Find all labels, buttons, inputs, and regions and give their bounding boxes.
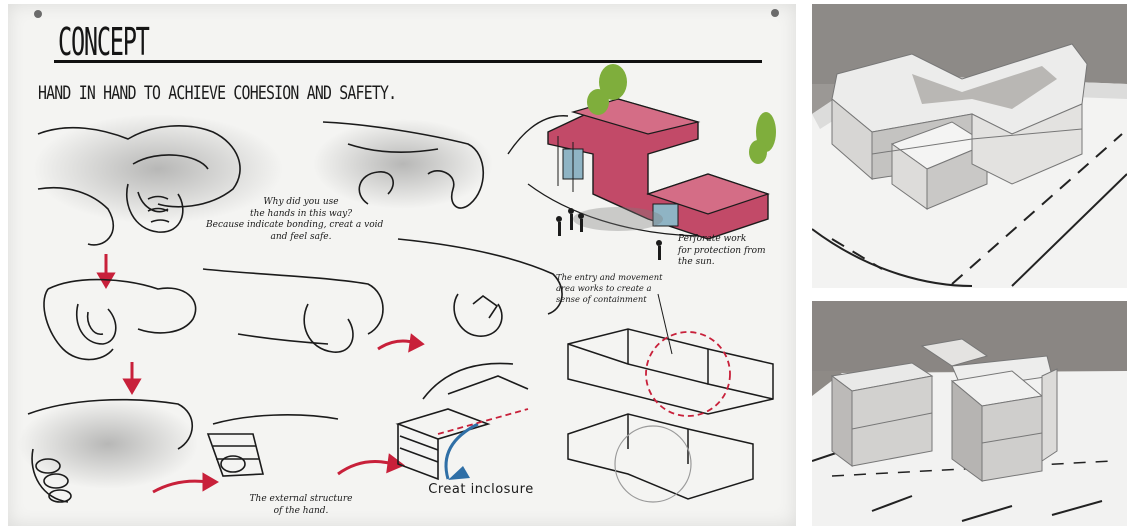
- sketch-cupped-hand: [313, 119, 493, 209]
- note-line: of the hand.: [274, 506, 329, 516]
- sketch-reaching-hand: [203, 269, 383, 352]
- note-line: Perforate work: [678, 234, 746, 244]
- note-line: area works to create a: [556, 283, 652, 293]
- note-line: The entry and movement: [556, 272, 662, 282]
- note-line: sense of containment: [556, 294, 647, 304]
- sketch-pink-building: [508, 99, 768, 239]
- note-line: the sun.: [678, 257, 715, 267]
- note-line: the hands in this way?: [250, 209, 352, 219]
- sketch-blocks: [398, 363, 528, 479]
- note-external-structure: The external structure of the hand.: [226, 494, 376, 517]
- sketch-lower-hands: [18, 399, 338, 502]
- note-why-hands: Why did you use the hands in this way? B…: [196, 197, 406, 243]
- sketch-isometric-blocks: [568, 329, 773, 499]
- model-perspective-drawing: [812, 301, 1127, 526]
- model-photo-top: [812, 4, 1127, 288]
- note-line: Why did you use: [263, 197, 338, 207]
- note-line: The external structure: [250, 494, 353, 504]
- model-top-view-drawing: [812, 4, 1127, 288]
- sketch-fist: [44, 280, 196, 360]
- note-line: and feel safe.: [270, 232, 331, 242]
- model-photo-bottom: [812, 301, 1127, 526]
- note-line: Because indicate bonding, creat a void: [196, 220, 406, 232]
- note-perforate-work: Perforate work for protection from the s…: [678, 234, 796, 269]
- note-line: for protection from: [678, 246, 766, 256]
- sketch-wrist: [398, 239, 562, 336]
- concept-sketch-sheet: CONCEPT HAND IN HAND TO ACHIEVE COHESION…: [8, 4, 796, 526]
- note-entry-movement: The entry and movement area works to cre…: [556, 272, 706, 304]
- note-create-enclosure: Creat inclosure: [416, 482, 546, 499]
